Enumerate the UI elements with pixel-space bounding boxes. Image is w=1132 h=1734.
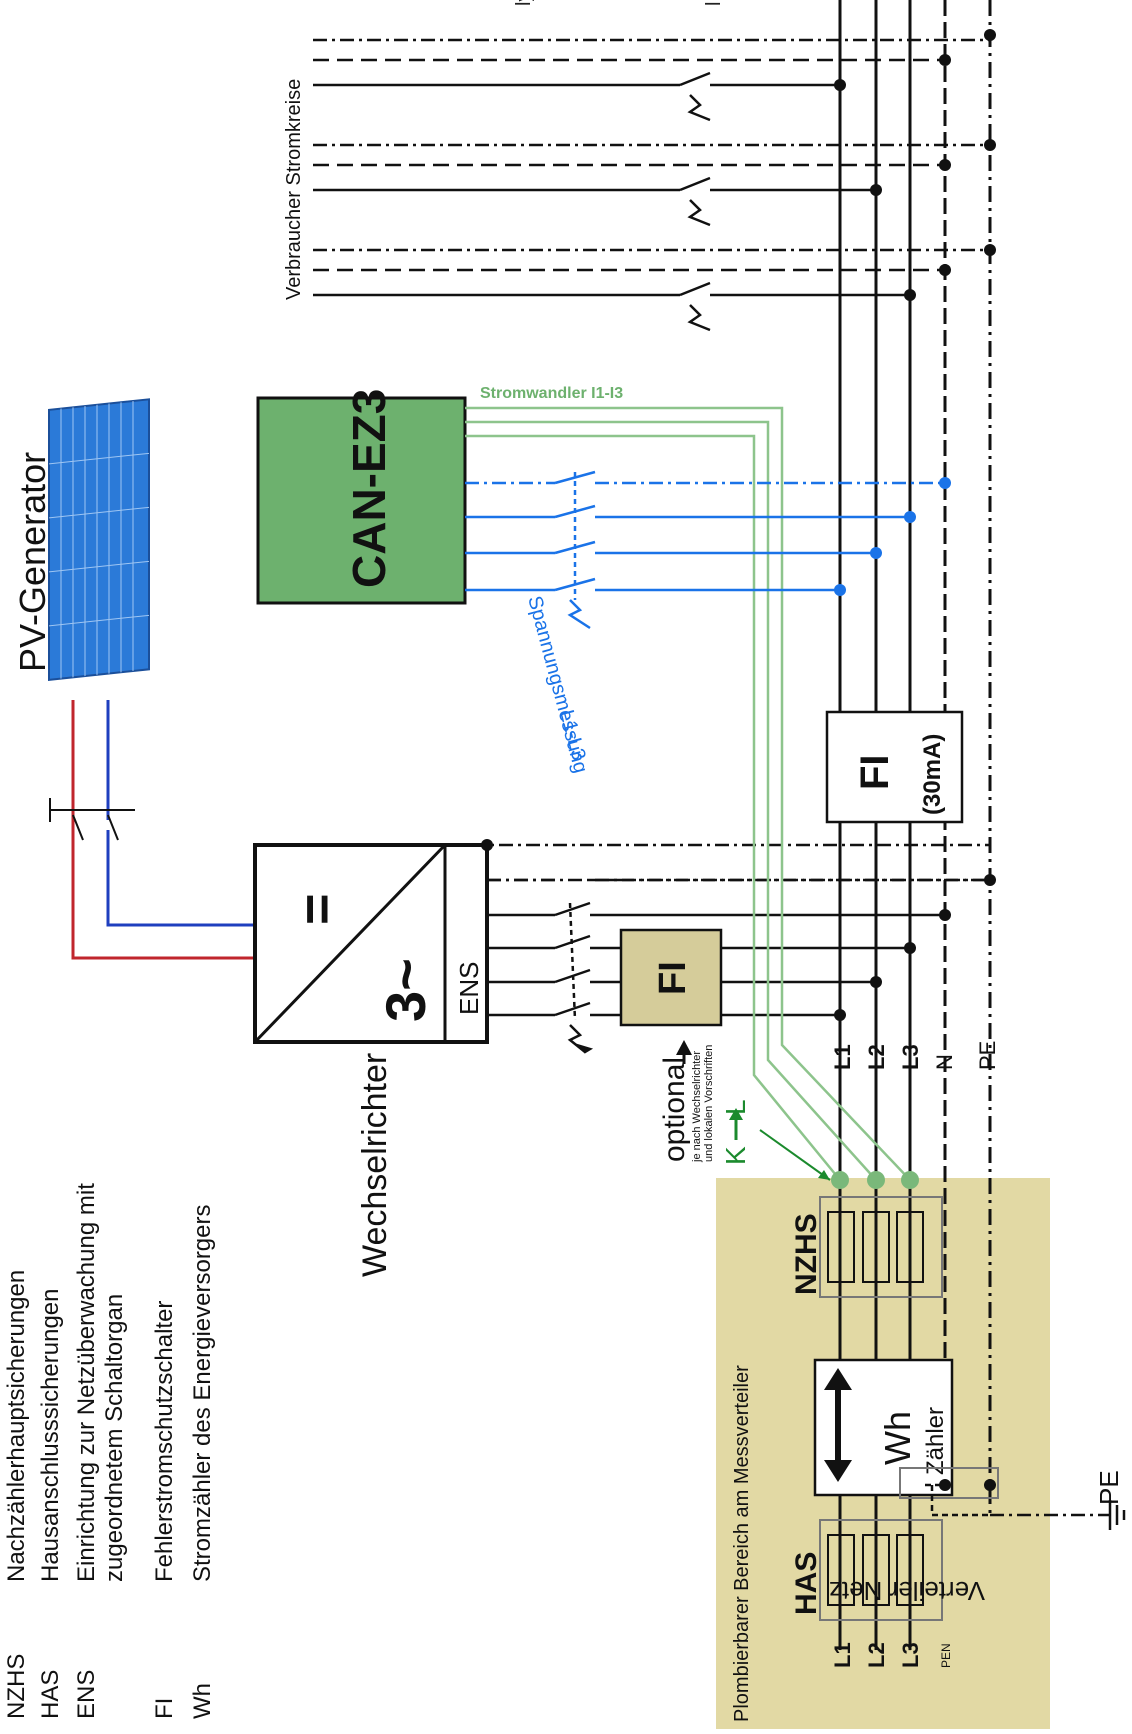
- legend-text-fi: Fehlerstromschutzschalter: [151, 1301, 178, 1582]
- svg-text:L2: L2: [864, 1044, 889, 1070]
- legend-text-nzhs: Nachzählerhauptsicherungen: [3, 1270, 30, 1582]
- svg-text:K: K: [720, 1146, 751, 1165]
- svg-text:NZHS: NZHS: [3, 1654, 30, 1719]
- svg-text:Wh: Wh: [189, 1683, 216, 1719]
- svg-text:CAN-EZ3: CAN-EZ3: [343, 389, 395, 588]
- svg-text:=: =: [287, 893, 347, 925]
- svg-text:L1: L1: [830, 1642, 855, 1668]
- svg-text:HAS: HAS: [790, 1552, 823, 1615]
- energy-meter: Wh Zähler: [813, 1358, 954, 1497]
- svg-text:FI: FI: [151, 1698, 178, 1719]
- fi-outputs: [445, 843, 990, 1017]
- svg-text:Wechselrichter: Wechselrichter: [356, 1053, 394, 1277]
- top-text-fragment: ly: [513, 0, 535, 6]
- voltage-measurement-wires: [465, 470, 945, 630]
- sealable-area-label: Plombierbarer Bereich am Messverteiler: [731, 1365, 753, 1722]
- legend-abbr-fi: FI: [151, 1698, 178, 1719]
- svg-text:zugeordnetem Schaltorgan: zugeordnetem Schaltorgan: [101, 1294, 128, 1582]
- pv-generator-label: PV-Generator: [12, 452, 53, 672]
- optional-label: optional: [658, 1057, 691, 1162]
- pe-ground-label: PE: [1094, 1470, 1124, 1505]
- svg-text:Plombierbarer Bereich am Messv: Plombierbarer Bereich am Messverteiler: [731, 1365, 753, 1722]
- svg-text:NZHS: NZHS: [790, 1213, 823, 1295]
- optional-arrow: [676, 1040, 692, 1055]
- svg-text:N: N: [932, 1054, 957, 1070]
- inverter-ac-lines: [487, 878, 620, 1054]
- inverter: = 3~ ENS: [253, 843, 489, 1044]
- svg-text:optional: optional: [658, 1057, 691, 1162]
- svg-text:L: L: [720, 1099, 751, 1115]
- svg-text:FI: FI: [652, 961, 694, 995]
- svg-text:Verbraucher Stromkreise: Verbraucher Stromkreise: [283, 79, 305, 300]
- legend-abbr-has: HAS: [37, 1670, 64, 1719]
- svg-text:Einrichtung zur Netzüberwachun: Einrichtung zur Netzüberwachung mit: [73, 1183, 100, 1582]
- stromwandler-label: Stromwandler I1-I3: [480, 385, 623, 402]
- svg-text:PE: PE: [1094, 1470, 1124, 1505]
- svg-text:je nach Wechselrichter: je nach Wechselrichter: [691, 1051, 703, 1163]
- svg-text:L3: L3: [898, 1642, 923, 1668]
- optional-note-1: je nach Wechselrichter: [691, 1051, 703, 1163]
- svg-text:Stromzähler des Energieversorg: Stromzähler des Energieversorgers: [189, 1205, 216, 1583]
- dc-disconnect-switch: [49, 798, 135, 841]
- svg-text:3~: 3~: [374, 958, 437, 1022]
- fi-30ma-breaker: FI (30mA): [825, 710, 964, 824]
- svg-text:L1: L1: [830, 1044, 855, 1070]
- ct-terminals: [831, 1171, 919, 1189]
- svg-text:Zähler: Zähler: [922, 1407, 949, 1475]
- voltage-junctions: [834, 477, 951, 596]
- consumer-junctions: [834, 29, 996, 301]
- inverter-label: Wechselrichter: [356, 1053, 394, 1277]
- svg-text:ENS: ENS: [454, 962, 484, 1015]
- svg-text:Verteiler Netz: Verteiler Netz: [829, 1576, 985, 1606]
- inverter-junctions: [481, 839, 996, 1021]
- pen-split: [899, 1467, 1110, 1517]
- current-transformer-wires: [465, 406, 911, 1181]
- consumer-circuits-label: Verbraucher Stromkreise: [283, 79, 305, 300]
- svg-text:und lokalen Vorschriften: und lokalen Vorschriften: [703, 1045, 715, 1162]
- nzhs-label: NZHS: [790, 1213, 823, 1295]
- has-fuses: [819, 1519, 943, 1621]
- svg-text:Nachzählerhauptsicherungen: Nachzählerhauptsicherungen: [3, 1270, 30, 1582]
- legend-abbr-ens: ENS: [73, 1670, 100, 1719]
- svg-text:Fehlerstromschutzschalter: Fehlerstromschutzschalter: [151, 1301, 178, 1582]
- dc-wires: [71, 700, 255, 960]
- can-ez3-module: CAN-EZ3: [256, 389, 467, 605]
- bus-labels: L1 L2 L3 N PE: [830, 1041, 1000, 1070]
- legend-abbr-wh: Wh: [189, 1683, 216, 1719]
- svg-text:FI: FI: [853, 754, 897, 790]
- svg-text:L3: L3: [898, 1044, 923, 1070]
- legend-abbr-nzhs: NZHS: [3, 1654, 30, 1719]
- svg-text:L2: L2: [864, 1642, 889, 1668]
- svg-text:ENS: ENS: [73, 1670, 100, 1719]
- ground-symbol: [1108, 1500, 1126, 1530]
- legend-text-ens-2: zugeordnetem Schaltorgan: [101, 1294, 128, 1582]
- k-to-l-label: K L: [720, 1099, 831, 1181]
- consumer-circuits: [313, 38, 990, 332]
- svg-text:l p: l p: [703, 0, 725, 6]
- legend-text-ens: Einrichtung zur Netzüberwachung mit: [73, 1183, 100, 1582]
- legend-text-wh: Stromzähler des Energieversorgers: [189, 1205, 216, 1583]
- legend: NZHS Nachzählerhauptsicherungen HAS Haus…: [3, 1183, 216, 1719]
- svg-text:Wh: Wh: [877, 1411, 918, 1465]
- has-label: HAS: [790, 1552, 823, 1615]
- svg-text:PV-Generator: PV-Generator: [12, 452, 53, 672]
- optional-fi-breaker: FI: [619, 928, 723, 1027]
- svg-text:PE: PE: [975, 1041, 1000, 1070]
- pen-junctions: [939, 1479, 996, 1491]
- verteiler-netz-label: Verteiler Netz: [829, 1576, 985, 1606]
- optional-note-2: und lokalen Vorschriften: [703, 1045, 715, 1162]
- nzhs-fuses: [819, 1196, 943, 1298]
- svg-text:Hausanschlusssicherungen: Hausanschlusssicherungen: [37, 1288, 64, 1582]
- svg-text:HAS: HAS: [37, 1670, 64, 1719]
- legend-text-has: Hausanschlusssicherungen: [37, 1288, 64, 1582]
- svg-text:PEN: PEN: [939, 1643, 953, 1668]
- svg-text:(30mA): (30mA): [919, 734, 946, 815]
- incoming-labels: L1 L2 L3 PEN: [830, 1642, 953, 1668]
- pv-panel: [48, 398, 150, 681]
- svg-text:Stromwandler I1-I3: Stromwandler I1-I3: [480, 385, 623, 402]
- svg-text:ly: ly: [513, 0, 535, 6]
- top-text-fragment-2: l p: [703, 0, 725, 6]
